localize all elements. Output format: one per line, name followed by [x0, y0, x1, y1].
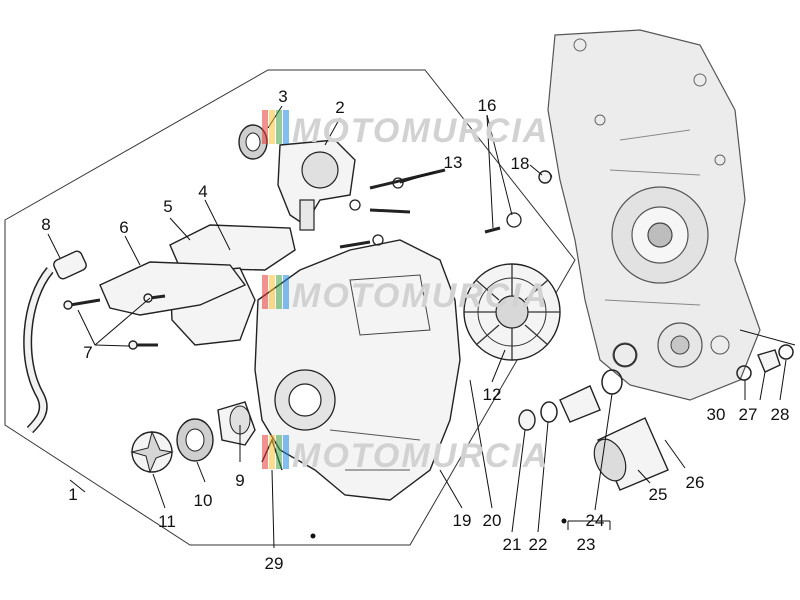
shaft-seal	[217, 401, 256, 446]
callout-9: 9	[235, 471, 244, 490]
engine-crankcase	[547, 29, 761, 401]
callout-4: 4	[198, 182, 207, 201]
callout-1: 1	[68, 485, 77, 504]
callout-18: 18	[511, 154, 530, 173]
filter-screen	[559, 343, 637, 423]
callout-27: 27	[739, 405, 758, 424]
callout-22: 22	[529, 535, 548, 554]
bearing	[176, 418, 214, 462]
assembly-outline	[4, 69, 576, 546]
watermark-text: MOTOMURCIA	[292, 112, 549, 150]
drain-plug	[736, 344, 794, 381]
callout-21: 21	[503, 535, 522, 554]
callout-30: 30	[707, 405, 726, 424]
watermark-text: MOTOMURCIA	[292, 277, 549, 315]
callout-8: 8	[41, 215, 50, 234]
callout-28: 28	[771, 405, 790, 424]
reference-dot	[561, 518, 567, 524]
callout-5: 5	[163, 197, 172, 216]
callout-12: 12	[483, 385, 502, 404]
coolant-hose	[23, 250, 87, 434]
callout-19: 19	[453, 511, 472, 530]
cooling-fan	[463, 263, 561, 361]
watermark-text: MOTOMURCIA	[292, 437, 549, 475]
oil-filter	[593, 417, 669, 491]
callout-labels: 1 2 3 4 5 6 7 8 9 10 11 12 13 16 18 19 2…	[41, 87, 789, 573]
callout-26: 26	[686, 473, 705, 492]
seal-ring	[238, 124, 268, 160]
callout-3: 3	[278, 87, 287, 106]
impeller	[130, 430, 174, 474]
callout-23: 23	[577, 535, 596, 554]
callout-2: 2	[335, 98, 344, 117]
watermark-bottom: MOTOMURCIA	[262, 435, 549, 475]
callout-25: 25	[649, 485, 668, 504]
callout-20: 20	[483, 511, 502, 530]
callout-7: 7	[83, 343, 92, 362]
flywheel-cover	[254, 239, 461, 501]
water-pump-body	[277, 139, 356, 231]
callout-11: 11	[158, 512, 176, 531]
shroud	[99, 261, 247, 316]
leader-lines	[47, 105, 796, 549]
callout-13: 13	[444, 153, 463, 172]
callout-10: 10	[194, 491, 213, 510]
callout-29: 29	[265, 554, 284, 573]
callout-6: 6	[119, 218, 128, 237]
bolts	[63, 168, 553, 350]
small-orings	[518, 401, 558, 431]
watermark-top: MOTOMURCIA	[262, 110, 549, 150]
reference-dot	[310, 533, 316, 539]
callout-24: 24	[586, 511, 605, 530]
watermark-middle: MOTOMURCIA	[262, 275, 549, 315]
callout-16: 16	[478, 96, 497, 115]
